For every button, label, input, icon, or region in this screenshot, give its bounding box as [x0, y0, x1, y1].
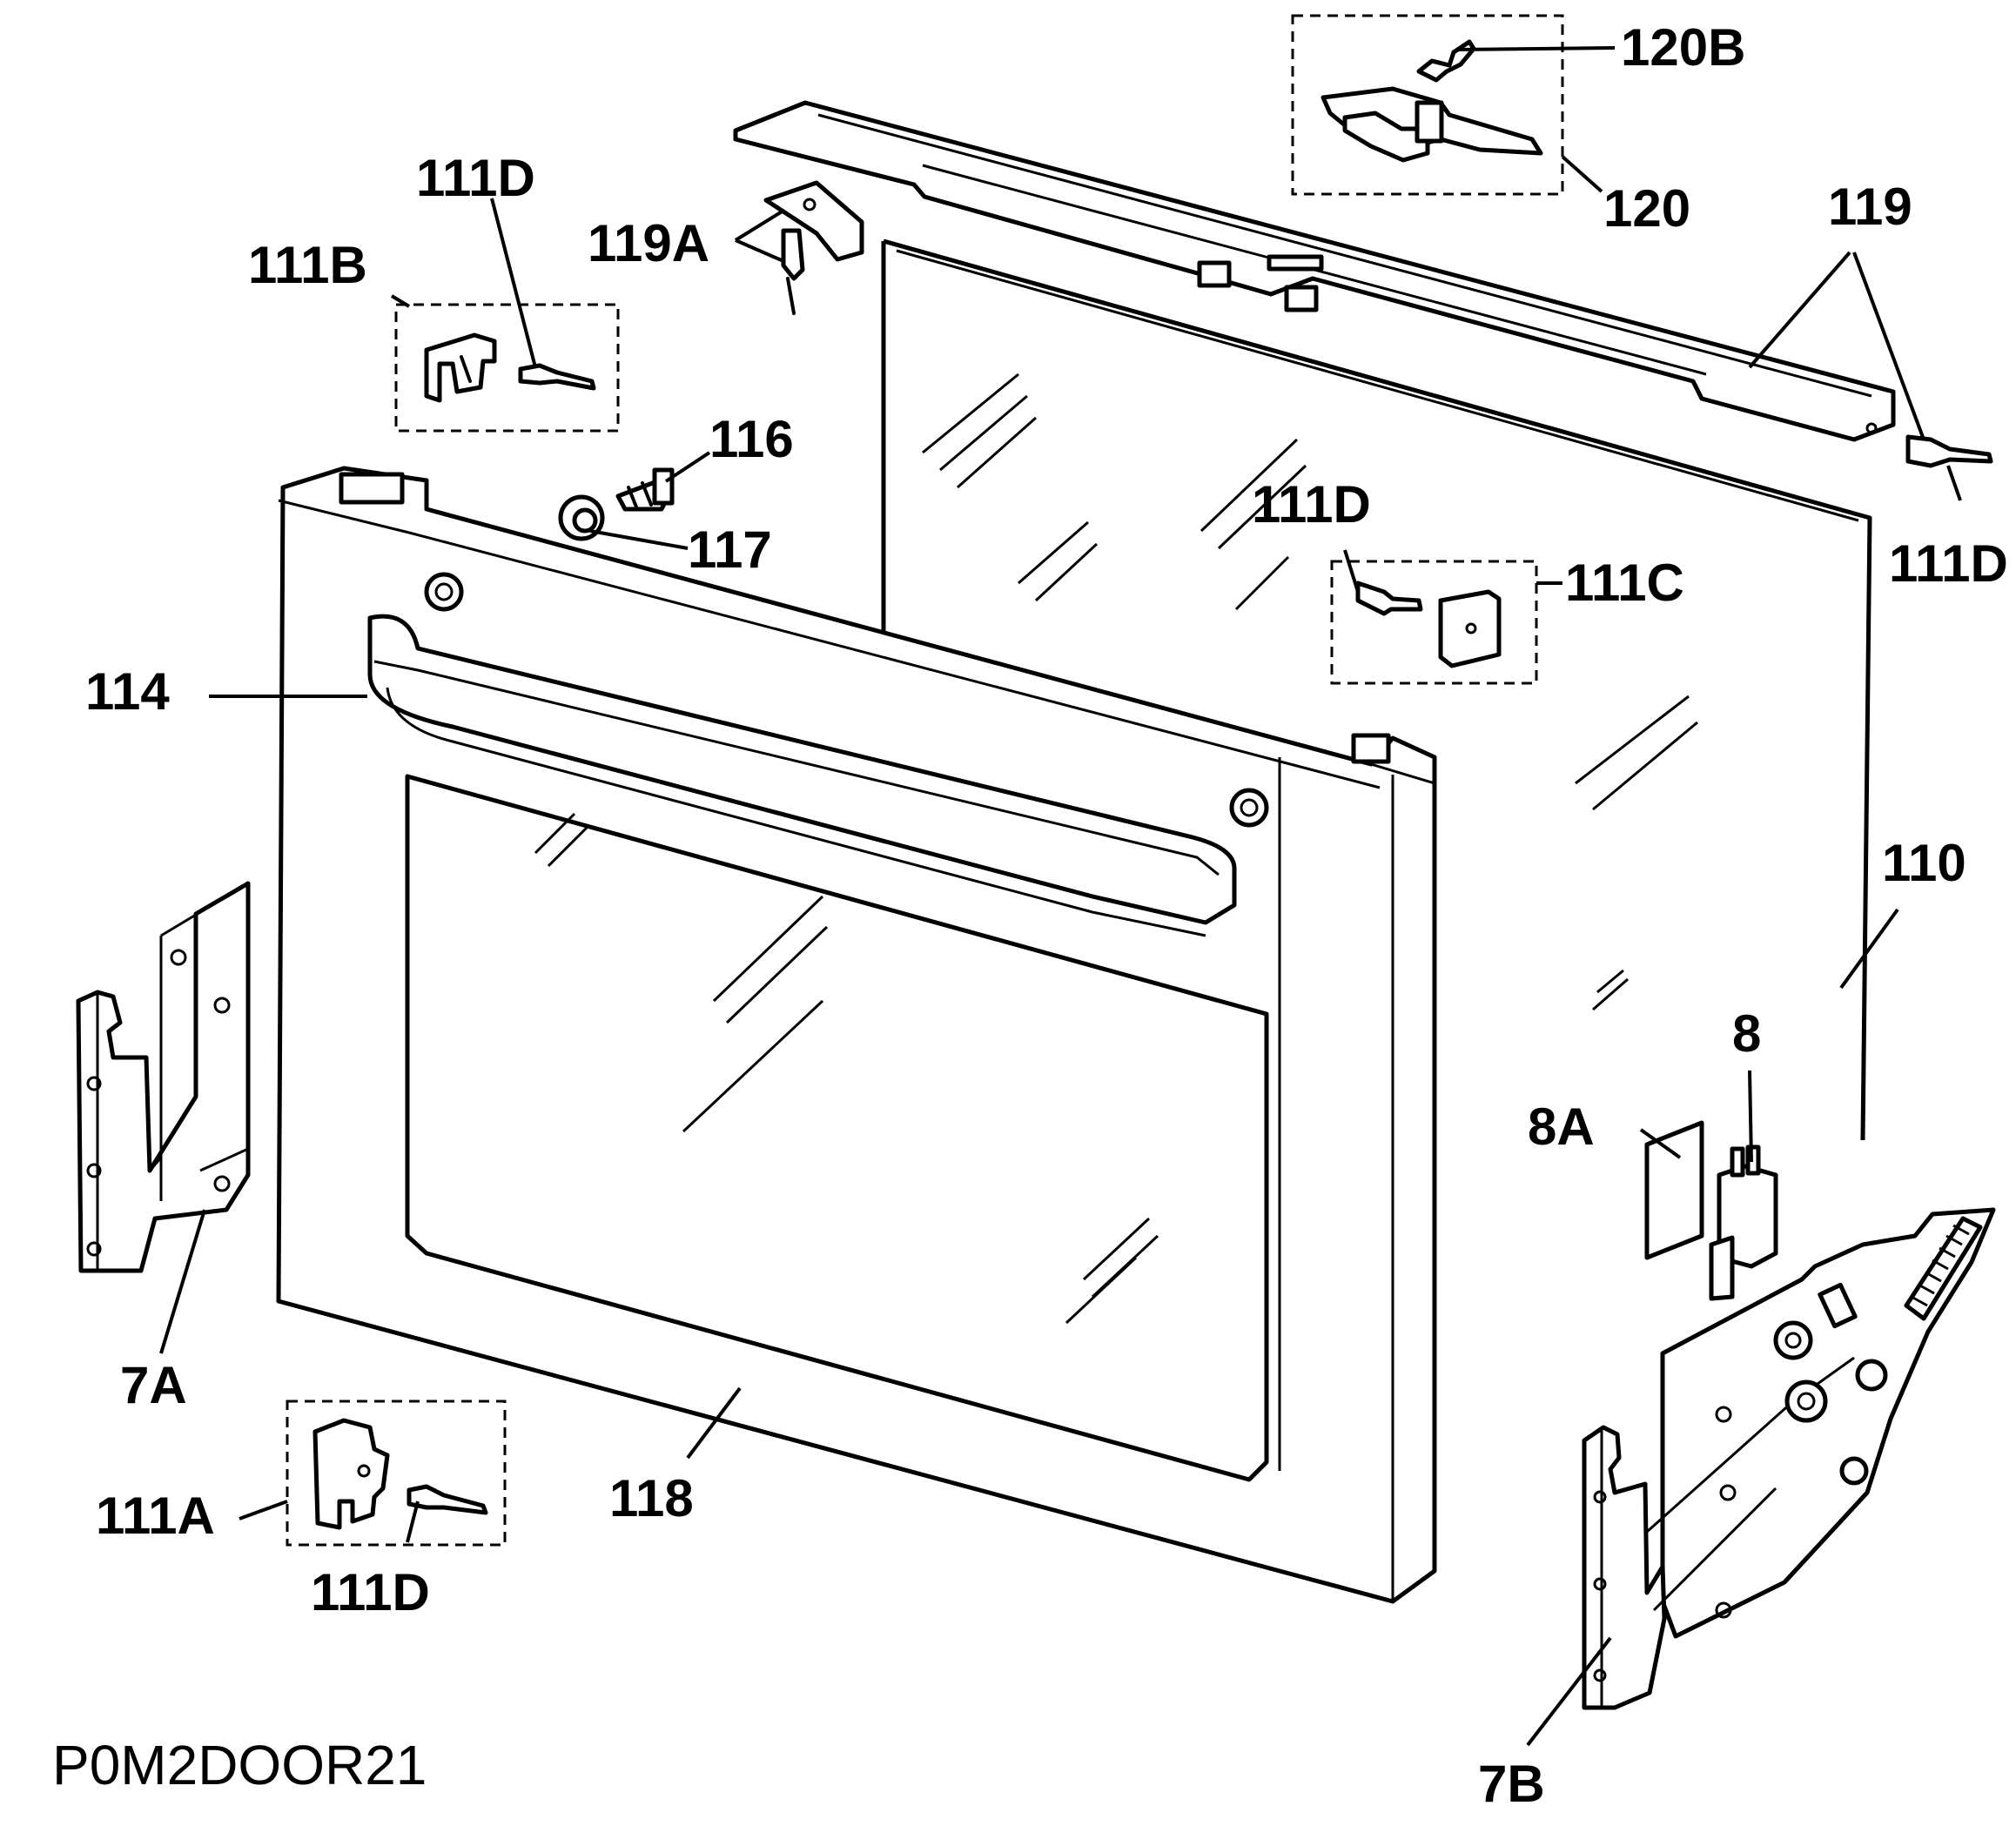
label-8: 8 — [1732, 1004, 1761, 1063]
label-111A: 111A — [96, 1487, 215, 1545]
label-111D-top: 111D — [416, 149, 535, 207]
label-7B: 7B — [1478, 1755, 1545, 1813]
part-8-switch — [1709, 1145, 1778, 1301]
label-8A: 8A — [1528, 1098, 1595, 1156]
label-111B: 111B — [248, 236, 367, 294]
label-119A: 119A — [588, 214, 709, 272]
label-7A: 7A — [120, 1356, 187, 1414]
part-119-top-trim — [733, 100, 1896, 442]
part-118-outer-door — [276, 466, 1437, 1604]
label-118: 118 — [609, 1469, 694, 1527]
label-117: 117 — [688, 520, 772, 579]
label-111D-bottom: 111D — [311, 1563, 430, 1621]
label-116: 116 — [709, 410, 794, 468]
part-116-screw — [615, 467, 675, 512]
diagram-code: P0M2DOOR21 — [52, 1734, 427, 1796]
part-119A-bracket — [763, 180, 864, 315]
part-7A-hinge-left — [76, 881, 251, 1273]
group-111C — [1330, 560, 1538, 685]
part-114-door-handle — [367, 614, 1237, 937]
label-120B: 120B — [1621, 18, 1745, 77]
group-120 — [1291, 14, 1564, 196]
label-114: 114 — [85, 662, 170, 721]
group-111B — [394, 303, 620, 433]
label-110: 110 — [1882, 834, 1966, 892]
label-119: 119 — [1828, 178, 1912, 236]
part-7B-hinge-right — [1582, 1207, 1996, 1710]
part-110-inner-glass — [881, 238, 1872, 1141]
callout-labels: 120B 120 119 119A 111D 111B 116 117 111D… — [85, 18, 2008, 1813]
part-111D-pin-right — [1905, 434, 1993, 468]
part-117-washer — [558, 494, 605, 541]
label-111D-center: 111D — [1252, 475, 1371, 534]
label-111C: 111C — [1565, 554, 1684, 612]
label-111D-right: 111D — [1889, 534, 2008, 593]
label-120: 120 — [1603, 179, 1690, 238]
group-111A — [286, 1400, 507, 1547]
part-8A-shield — [1644, 1120, 1704, 1260]
leader-lines — [159, 46, 1962, 1747]
